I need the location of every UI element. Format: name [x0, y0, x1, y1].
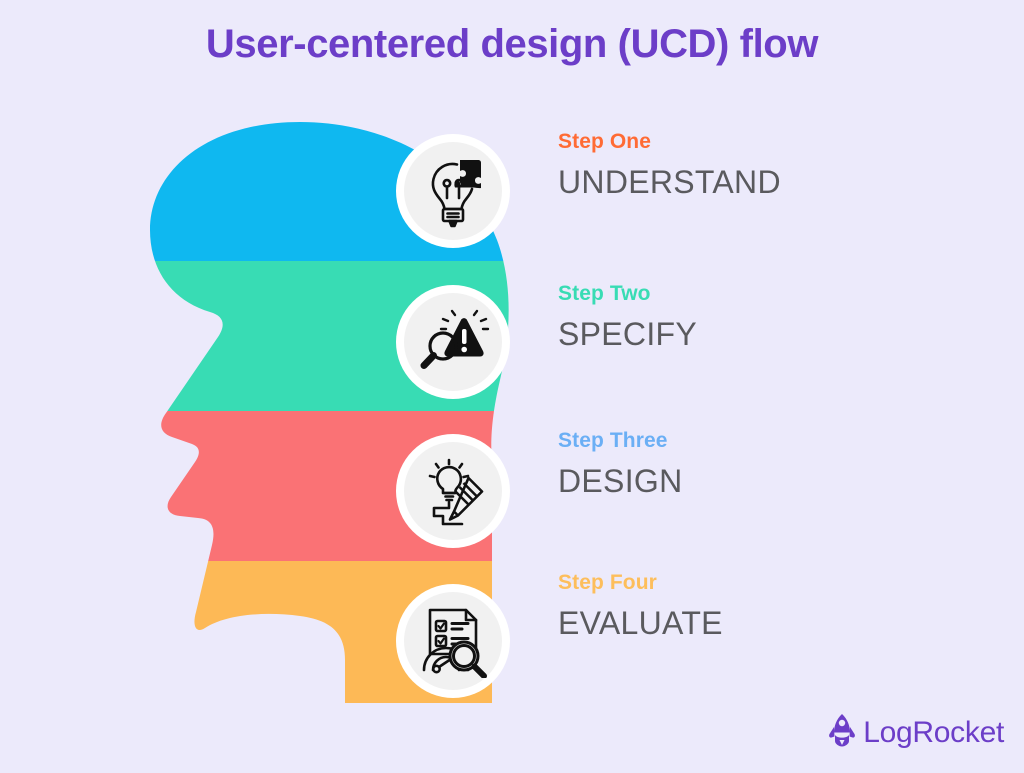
checklist-gauge-magnifier-icon — [404, 592, 502, 690]
step-4-icon-badge — [396, 584, 510, 698]
step-item-2: Step Two SPECIFY — [558, 283, 998, 350]
step-item-3: Step Three DESIGN — [558, 430, 998, 497]
lightbulb-puzzle-icon — [404, 142, 502, 240]
logrocket-logo: LogRocket — [827, 713, 1004, 752]
step-4-name: EVALUATE — [558, 605, 723, 641]
step-1-name: UNDERSTAND — [558, 164, 781, 200]
page-title: User-centered design (UCD) flow — [205, 22, 819, 66]
step-3-icon-badge — [396, 434, 510, 548]
step-item-1: Step One UNDERSTAND — [558, 131, 998, 198]
logrocket-wordmark: LogRocket — [863, 715, 1004, 749]
step-4-label: Step Four — [558, 571, 657, 594]
step-1-label: Step One — [558, 130, 651, 153]
step-2-name: SPECIFY — [558, 316, 698, 352]
step-3-label: Step Three — [558, 429, 668, 452]
rocket-icon — [827, 713, 857, 752]
step-item-4: Step Four EVALUATE — [558, 572, 998, 639]
lightbulb-pencil-icon — [404, 442, 502, 540]
step-2-label: Step Two — [558, 282, 651, 305]
step-2-icon-badge — [396, 285, 510, 399]
step-1-icon-badge — [396, 134, 510, 248]
step-3-name: DESIGN — [558, 463, 683, 499]
magnifier-warning-icon — [404, 293, 502, 391]
steps-list: Step One UNDERSTAND Step Two SPECIFY Ste… — [558, 0, 1024, 768]
